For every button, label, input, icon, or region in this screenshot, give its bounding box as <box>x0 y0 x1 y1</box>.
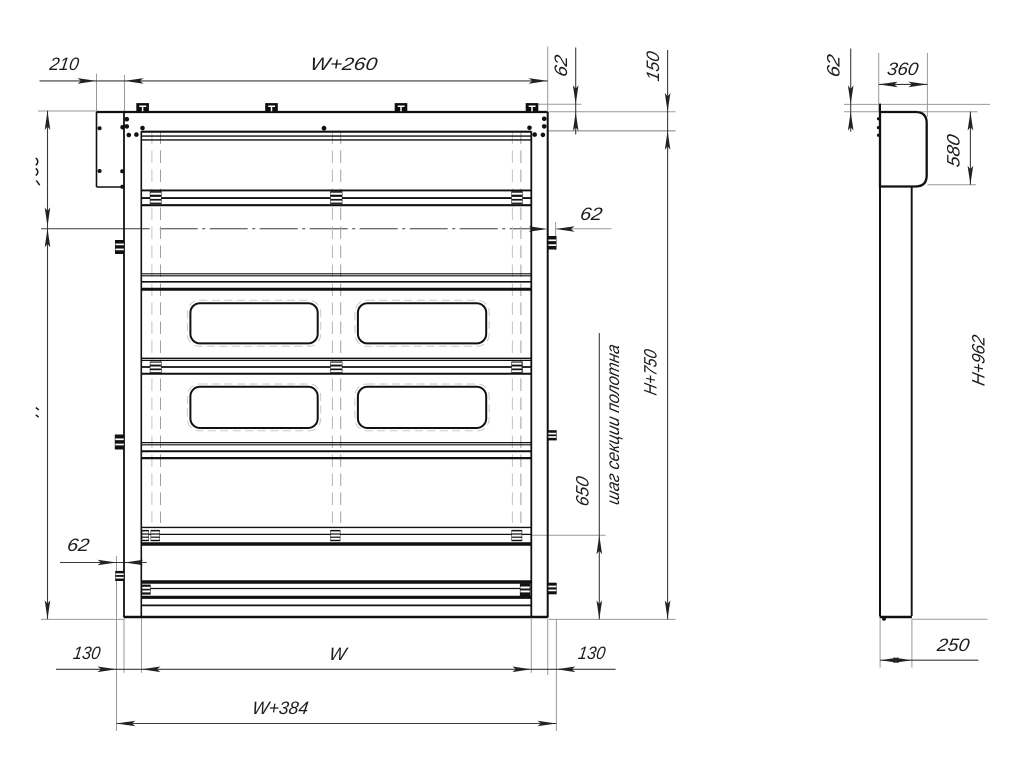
svg-text:250: 250 <box>935 635 971 655</box>
svg-text:H+750: H+750 <box>641 348 661 397</box>
svg-text:150: 150 <box>643 50 663 83</box>
svg-text:W+384: W+384 <box>251 698 310 718</box>
svg-text:650: 650 <box>573 475 593 508</box>
svg-text:210: 210 <box>47 54 80 74</box>
svg-text:W: W <box>328 644 350 664</box>
svg-text:62: 62 <box>824 53 844 79</box>
svg-text:62: 62 <box>579 204 604 224</box>
svg-text:шаг секции полотна: шаг секции полотна <box>603 342 623 506</box>
svg-text:W+260: W+260 <box>309 54 379 74</box>
svg-text:360: 360 <box>886 59 920 79</box>
svg-text:130: 130 <box>577 643 607 663</box>
svg-text:130: 130 <box>72 643 102 663</box>
svg-text:62: 62 <box>551 53 571 78</box>
svg-text:580: 580 <box>944 133 964 169</box>
svg-text:H+962: H+962 <box>969 333 989 387</box>
svg-text:62: 62 <box>66 535 91 555</box>
